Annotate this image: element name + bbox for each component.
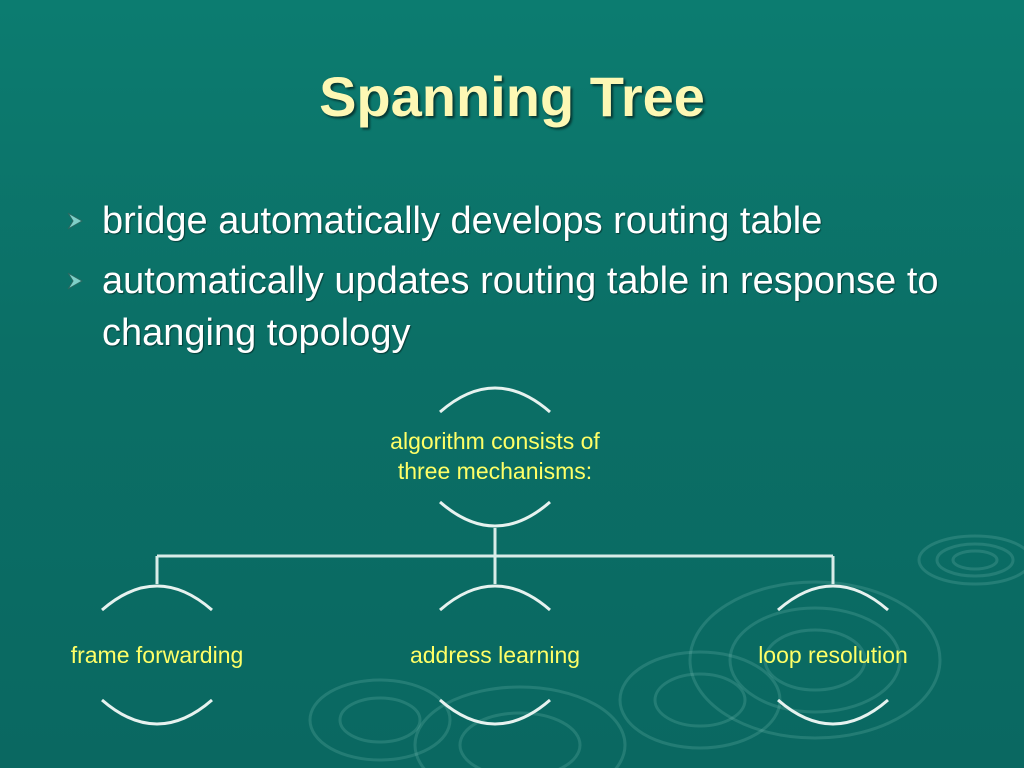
child-node-address-learning: address learning [410,584,580,726]
child-node-bottom-arc [777,698,889,726]
bullet-text: automatically updates routing table in r… [102,260,939,354]
child-node-label: address learning [410,642,580,668]
child-node-label: frame forwarding [71,642,244,668]
root-node: algorithm consists of three mechanisms: [390,386,600,528]
bullet-item: automatically updates routing table in r… [64,255,994,359]
root-node-top-arc [439,386,551,414]
arrowhead-bullet-icon [67,272,84,290]
child-node-bottom-arc [101,698,213,726]
child-node-top-arc [101,584,213,612]
bullet-text: bridge automatically develops routing ta… [102,200,823,242]
slide-title: Spanning Tree [319,65,705,128]
bullet-list: bridge automatically develops routing ta… [64,195,994,367]
child-node-bottom-arc [439,698,551,726]
arrowhead-bullet-icon [67,212,84,230]
child-node-top-arc [777,584,889,612]
bullet-item: bridge automatically develops routing ta… [64,195,994,247]
root-node-label-line2: three mechanisms: [398,458,592,484]
child-node-loop-resolution: loop resolution [758,584,908,726]
root-node-bottom-arc [439,500,551,528]
root-node-label-line1: algorithm consists of [390,428,600,454]
child-node-label: loop resolution [758,642,908,668]
child-node-frame-forwarding: frame forwarding [71,584,244,726]
child-node-top-arc [439,584,551,612]
diagram-connectors [155,528,835,584]
